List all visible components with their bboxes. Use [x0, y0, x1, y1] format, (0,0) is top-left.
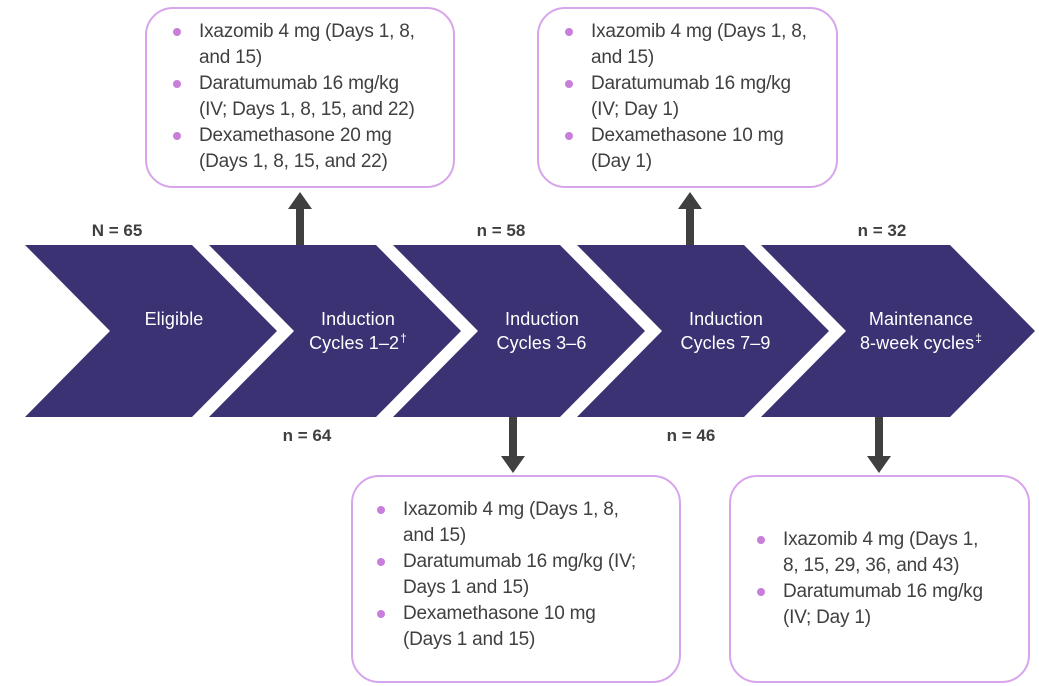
bullet-item: Daratumumab 16 mg/kg (IV; Day 1)	[755, 579, 1018, 631]
bullet-line: and 15)	[199, 47, 263, 68]
count-label-induction-7-9: n = 46	[666, 426, 716, 445]
callout-induction-cycles-7-9: Ixazomib 4 mg (Days 1, 8, and 15) Daratumu…	[537, 7, 838, 188]
arrow-down-from-maintenance	[867, 417, 891, 473]
bullet-item: Dexamethasone 20 mg (Days 1, 8, 15, and 2…	[171, 123, 443, 175]
bullet-item: Ixazomib 4 mg (Days 1, 8, and 15)	[375, 497, 669, 549]
bullet-line: Daratumumab 16 mg/kg	[591, 73, 791, 94]
chevron-label: Maintenance 8-week cycles‡	[859, 309, 983, 353]
arrow-shaft	[296, 209, 304, 245]
bullet-item: Ixazomib 4 mg (Days 1, 8, 15, 29, 36, and…	[755, 527, 1018, 579]
chevron-label: Induction Cycles 1–2†	[309, 309, 407, 353]
arrow-head-icon	[678, 192, 702, 209]
arrow-shaft	[875, 417, 883, 456]
chevron-label: Induction Cycles 7–9	[680, 309, 771, 353]
callout-induction-cycles-3-6: Ixazomib 4 mg (Days 1, 8, and 15) Daratumu…	[351, 475, 681, 683]
bullet-line: 8, 15, 29, 36, and 43)	[783, 555, 960, 576]
bullet-line: and 15)	[403, 525, 467, 546]
bullet-line: Days 1 and 15)	[403, 577, 530, 598]
bullet-line: Ixazomib 4 mg (Days 1, 8,	[199, 21, 415, 42]
footnote-marker-dagger: †	[400, 331, 407, 345]
footnote-marker-double-dagger: ‡	[975, 331, 983, 345]
arrow-up-from-induction-1-2	[288, 192, 312, 245]
chevron-label: Induction Cycles 3–6	[496, 309, 587, 353]
callout-induction-cycles-1-2: Ixazomib 4 mg (Days 1, 8, and 15) Daratumu…	[145, 7, 455, 188]
bullet-line: and 15)	[591, 47, 655, 68]
arrow-shaft	[509, 417, 517, 456]
arrow-down-from-induction-3-6	[501, 417, 525, 473]
dose-list: Ixazomib 4 mg (Days 1, 8, and 15) Daratumu…	[375, 497, 669, 653]
bullet-line: (Day 1)	[591, 151, 652, 172]
dose-list: Ixazomib 4 mg (Days 1, 8, and 15) Daratumu…	[171, 19, 443, 175]
bullet-item: Daratumumab 16 mg/kg (IV; Days 1 and 15)	[375, 549, 669, 601]
dose-list: Ixazomib 4 mg (Days 1, 8, 15, 29, 36, and…	[755, 527, 1018, 631]
bullet-item: Dexamethasone 10 mg (Day 1)	[563, 123, 826, 175]
dose-list: Ixazomib 4 mg (Days 1, 8, and 15) Daratumu…	[563, 19, 826, 175]
chevron-label: Eligible	[144, 309, 204, 329]
bullet-line: (Days 1 and 15)	[403, 629, 536, 650]
arrow-head-icon	[501, 456, 525, 473]
arrow-shaft	[686, 209, 694, 245]
arrow-up-from-induction-7-9	[678, 192, 702, 245]
bullet-item: Daratumumab 16 mg/kg (IV; Days 1, 8, 15, …	[171, 71, 443, 123]
bullet-line: Daratumumab 16 mg/kg (IV;	[403, 551, 636, 572]
bullet-item: Daratumumab 16 mg/kg (IV; Day 1)	[563, 71, 826, 123]
arrow-head-icon	[867, 456, 891, 473]
count-label-induction-1-2: n = 64	[282, 426, 332, 445]
bullet-line: Dexamethasone 10 mg	[403, 603, 596, 624]
bullet-line: Ixazomib 4 mg (Days 1, 8,	[591, 21, 807, 42]
bullet-line: (Days 1, 8, 15, and 22)	[199, 151, 388, 172]
bullet-line: Daratumumab 16 mg/kg	[199, 73, 399, 94]
bullet-line: (IV; Day 1)	[783, 607, 871, 628]
arrow-head-icon	[288, 192, 312, 209]
bullet-line: Ixazomib 4 mg (Days 1, 8,	[403, 499, 619, 520]
bullet-item: Dexamethasone 10 mg (Days 1 and 15)	[375, 601, 669, 653]
count-label-maintenance: n = 32	[857, 221, 907, 240]
bullet-line: (IV; Days 1, 8, 15, and 22)	[199, 99, 415, 120]
bullet-line: Daratumumab 16 mg/kg	[783, 581, 983, 602]
bullet-item: Ixazomib 4 mg (Days 1, 8, and 15)	[171, 19, 443, 71]
count-label-induction-3-6: n = 58	[476, 221, 526, 240]
count-label-eligible: N = 65	[91, 221, 143, 240]
bullet-line: Ixazomib 4 mg (Days 1,	[783, 529, 979, 550]
bullet-item: Ixazomib 4 mg (Days 1, 8, and 15)	[563, 19, 826, 71]
callout-maintenance: Ixazomib 4 mg (Days 1, 8, 15, 29, 36, and…	[729, 475, 1030, 683]
bullet-line: (IV; Day 1)	[591, 99, 679, 120]
bullet-line: Dexamethasone 20 mg	[199, 125, 392, 146]
bullet-line: Dexamethasone 10 mg	[591, 125, 784, 146]
